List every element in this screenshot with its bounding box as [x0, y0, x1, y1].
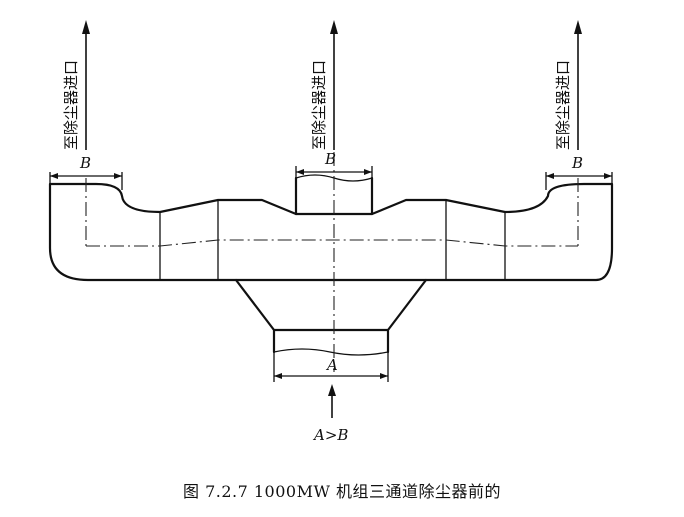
dim-bottom-arrow-l	[274, 373, 282, 379]
figure-caption: 图 7.2.7 1000MW 机组三通道除尘器前的	[182, 482, 502, 501]
dim-right-arrow-l	[546, 173, 554, 179]
inlet-arrow-head	[328, 384, 336, 396]
duct-outline	[48, 182, 614, 282]
dim-right-arrow-r	[604, 173, 612, 179]
centerline-horizontal	[86, 239, 578, 247]
dim-left-label: B	[79, 154, 91, 172]
dim-bottom-label: A	[325, 356, 338, 374]
inlet-break	[273, 348, 389, 356]
outlet-right-arrow-head	[574, 20, 582, 34]
dim-center-arrow-r	[364, 169, 372, 175]
center-outlet-stub	[294, 176, 374, 216]
inlet-label: A>B	[312, 426, 348, 444]
outlet-right-label: 至除尘器进口	[554, 60, 572, 150]
inlet-hopper	[234, 278, 428, 354]
dim-center-label: B	[324, 150, 336, 168]
dim-bottom-arrow-r	[380, 373, 388, 379]
dim-center-arrow-l	[296, 169, 304, 175]
dim-right-label: B	[571, 154, 583, 172]
outlet-left-arrow-head	[82, 20, 90, 34]
dim-left-arrow-l	[50, 173, 58, 179]
outlet-left-label: 至除尘器进口	[62, 60, 80, 150]
dim-left-arrow-r	[114, 173, 122, 179]
outlet-center-label: 至除尘器进口	[310, 60, 328, 150]
outlet-center-arrow-head	[330, 20, 338, 34]
